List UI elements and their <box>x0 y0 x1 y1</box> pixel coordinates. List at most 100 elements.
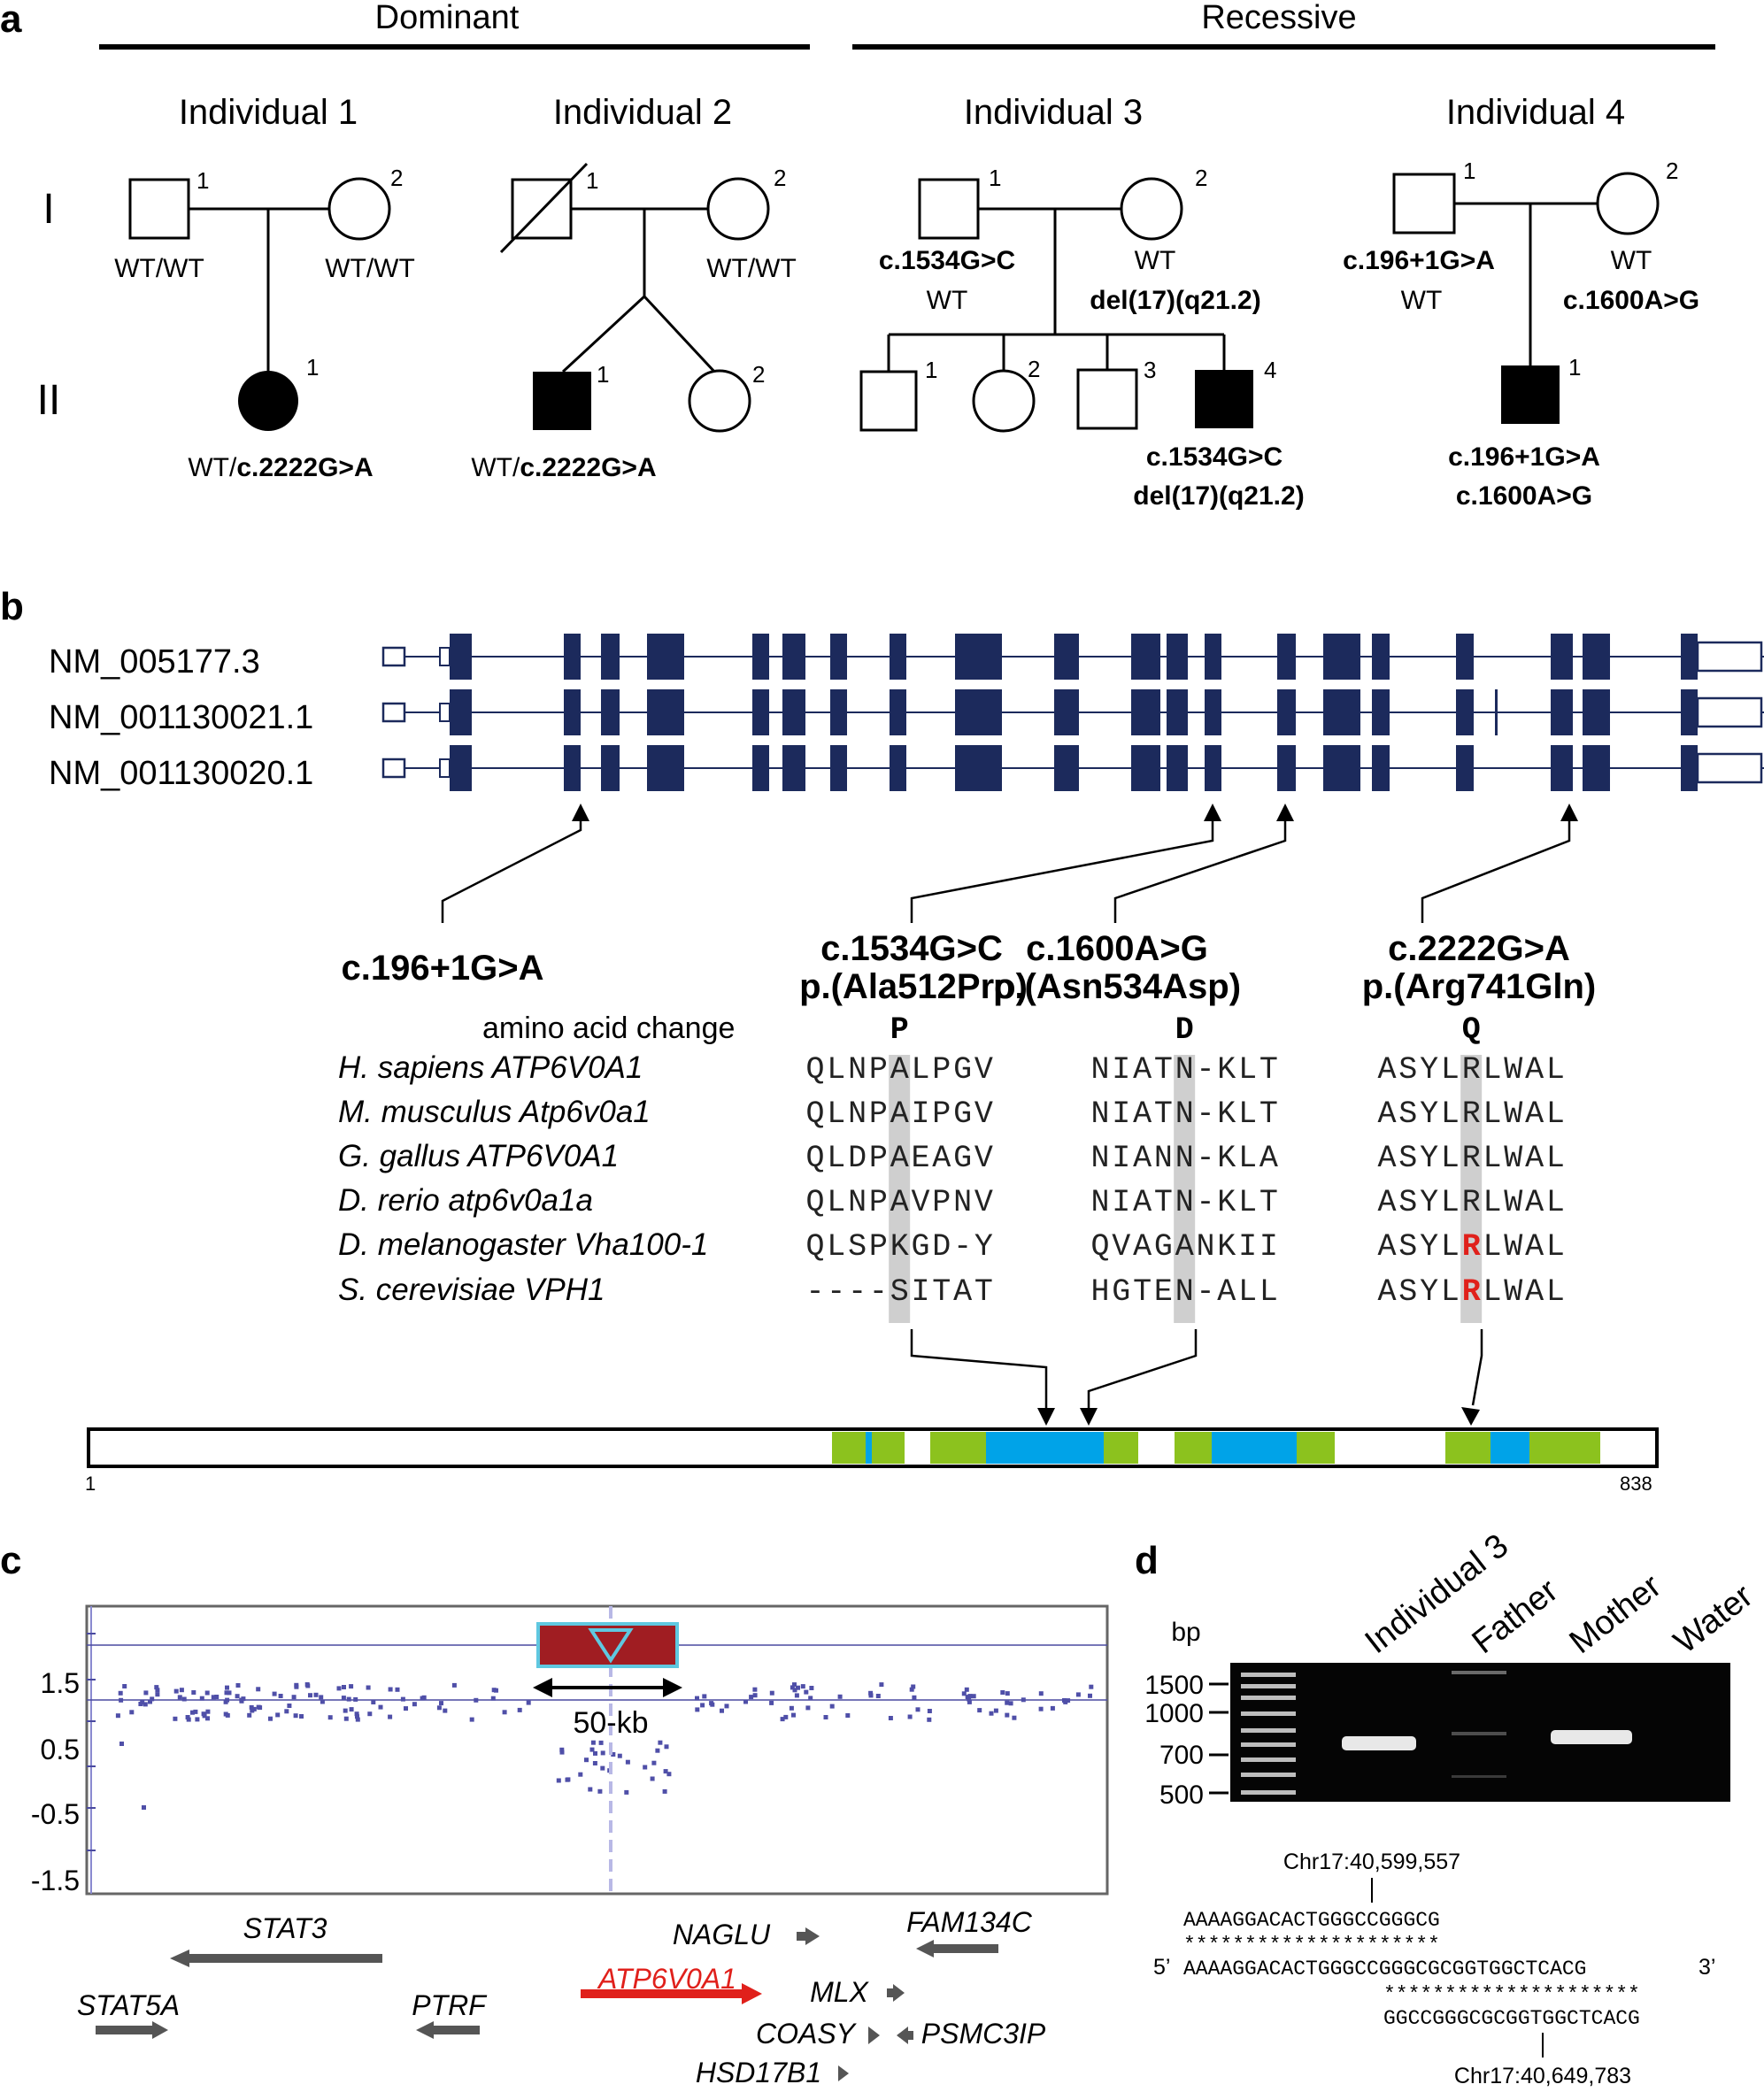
variant-c196-label: c.196+1G>A <box>341 949 543 988</box>
probe-dot <box>971 1694 976 1699</box>
probe-dot <box>961 1691 967 1696</box>
alignment-residue: I <box>1259 1229 1278 1265</box>
sequence-top: AAAAGGACACTGGGCCGGGCG <box>1183 1909 1440 1932</box>
alignment-residue: L <box>1483 1185 1501 1220</box>
probe-dot <box>868 1693 874 1698</box>
band-father-faint <box>1452 1671 1506 1674</box>
variant-c2222-label: c.2222G>A <box>1388 929 1570 968</box>
amino-acid-change: Q <box>1462 1012 1481 1048</box>
alignment-residue: G <box>1154 1229 1173 1265</box>
coding-exon <box>1131 634 1160 680</box>
probe-dot <box>247 1712 252 1718</box>
probe-dot <box>617 1753 622 1758</box>
alignment-residue: Q <box>805 1052 824 1088</box>
alignment-residue: T <box>1154 1096 1173 1132</box>
coding-exon <box>752 745 769 791</box>
panel-d-label: d <box>1135 1539 1159 1582</box>
gene-arrow-stat3 <box>170 1950 382 1967</box>
probe-dot <box>556 1778 561 1783</box>
probe-dot <box>129 1710 135 1715</box>
probe-dot <box>341 1696 346 1701</box>
coding-exon <box>955 634 1002 680</box>
ladder-label-1500: 1500 <box>1144 1671 1204 1700</box>
coding-exon <box>601 689 620 735</box>
probe-dot <box>378 1704 383 1710</box>
alignment-residue: L <box>1483 1229 1501 1265</box>
transcript-1-label: NM_005177.3 <box>49 643 260 681</box>
alignment-residue: A <box>1175 1229 1194 1265</box>
alignment-residue: V <box>974 1185 993 1220</box>
probe-dot <box>796 1685 800 1690</box>
arrowhead-arg741 <box>1461 1407 1480 1426</box>
protein-domains <box>832 1432 1600 1464</box>
probe-dot <box>225 1712 230 1718</box>
probe-dot <box>420 1696 425 1701</box>
probe-dot <box>308 1693 312 1698</box>
alignment-residue: G <box>1112 1274 1130 1310</box>
alignment-residue: R <box>1462 1141 1481 1176</box>
probe-dot <box>915 1707 921 1712</box>
ind2-child1-number: 1 <box>597 361 609 388</box>
coding-exon <box>1277 634 1296 680</box>
deletion-size-label: 50-kb <box>573 1706 648 1740</box>
probe-dot <box>909 1687 914 1692</box>
alignment-residue: P <box>932 1096 951 1132</box>
probe-dot <box>912 1695 917 1700</box>
coding-exon <box>450 689 472 735</box>
probe-dot <box>967 1694 973 1699</box>
ladder-band <box>1241 1711 1296 1716</box>
gene-label-naglu: NAGLU <box>673 1919 771 1950</box>
ladder-band <box>1241 1742 1296 1747</box>
probe-dot <box>589 1747 595 1752</box>
probe-dot <box>804 1689 809 1695</box>
alignment-residue: W <box>1504 1052 1522 1088</box>
gene-label-mlx: MLX <box>810 1976 869 2008</box>
alignment-residue: A <box>1133 1141 1152 1176</box>
alignment-residue: I <box>1112 1096 1130 1132</box>
probe-dot <box>251 1706 257 1711</box>
gel-ladder <box>1241 1673 1296 1795</box>
alignment-residue: L <box>1238 1052 1257 1088</box>
alignment-residue: Y <box>1420 1185 1438 1220</box>
panel-c: c 1.5 0.5 -0.5 -1.5 50-kb STAT3 STAT5A P… <box>0 1539 1109 2088</box>
alignment-residue: S <box>848 1229 867 1265</box>
conserved-residue-shading <box>889 1055 911 1323</box>
alignment-residue: A <box>1525 1229 1544 1265</box>
probe-dot <box>749 1695 754 1700</box>
gel-size-markers: 1500 1000 700 500 <box>1144 1671 1204 1810</box>
ind4-child-number: 1 <box>1568 354 1581 381</box>
alignment-residue: N <box>1090 1096 1109 1132</box>
gene-arrow-ptrf <box>416 2021 480 2039</box>
alignment-residue: R <box>1462 1229 1481 1265</box>
alignment-residue: S <box>1398 1185 1417 1220</box>
alignment-residue: - <box>1196 1096 1214 1132</box>
alignment-residue: P <box>869 1096 888 1132</box>
ladder-band <box>1241 1757 1296 1762</box>
alignment-residue: N <box>1175 1141 1194 1176</box>
alignment-residue: W <box>1504 1096 1522 1132</box>
probe-dot <box>193 1709 198 1714</box>
probe-dot <box>592 1761 597 1765</box>
probe-dot <box>249 1704 254 1710</box>
probe-dot <box>173 1688 179 1694</box>
alignment-residue: Q <box>805 1096 824 1132</box>
alignment-residue: P <box>869 1052 888 1088</box>
probe-dot <box>173 1716 178 1721</box>
alignment-residue: L <box>1483 1274 1501 1310</box>
coding-exon <box>1372 745 1390 791</box>
coding-exon <box>1277 745 1296 791</box>
coding-exon <box>1681 745 1698 791</box>
probe-dot <box>989 1711 994 1716</box>
ind3-sib3-number: 3 <box>1144 357 1156 383</box>
alignment-residue: Q <box>805 1229 824 1265</box>
probe-dot <box>272 1691 277 1696</box>
probe-dot <box>823 1715 828 1719</box>
probe-dot <box>211 1695 216 1700</box>
three-prime-label: 3’ <box>1699 1955 1715 1980</box>
probe-dot <box>205 1716 210 1721</box>
probe-dot <box>868 1690 874 1696</box>
gene-label-hsd17b1: HSD17B1 <box>696 2057 821 2088</box>
probe-dot <box>700 1703 705 1708</box>
probe-dot <box>598 1740 604 1745</box>
alignment-residue: P <box>932 1052 951 1088</box>
